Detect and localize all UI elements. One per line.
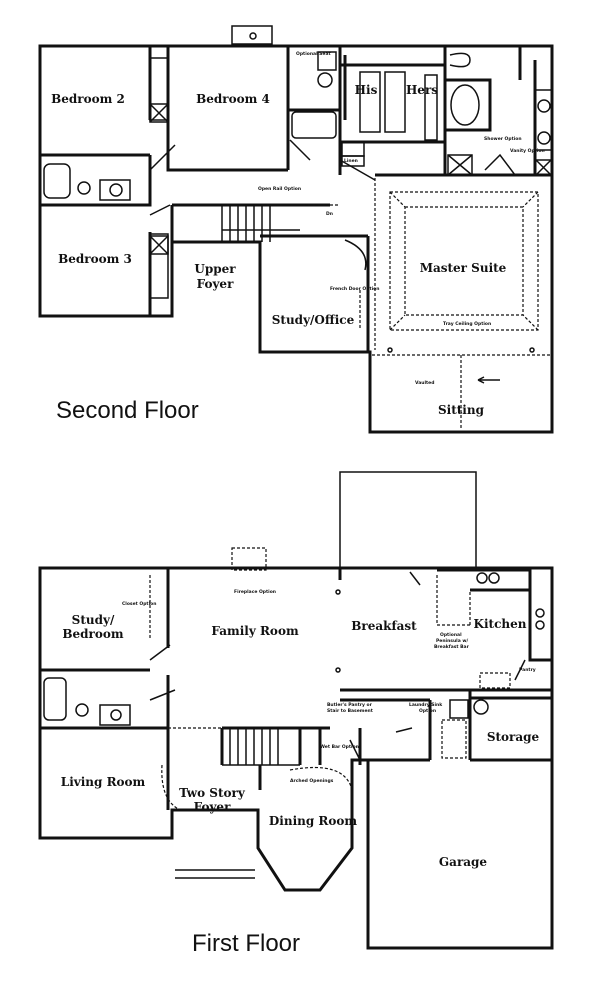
note-laundry-2: Option [419, 708, 436, 714]
room-label-study: Study/ [72, 613, 115, 627]
room-label-two-story-foyer: Two Story [179, 786, 246, 800]
room-label-bedroom-3: Bedroom 3 [58, 252, 132, 266]
note-fireplace: Fireplace Option [234, 589, 276, 595]
note-dn: Dn [326, 211, 333, 217]
rear-patio [339, 471, 477, 569]
fireplace-chimney [231, 25, 273, 45]
note-wet-bar: Wet Bar Option [320, 744, 359, 750]
note-open-rail: Open Rail Option [258, 186, 301, 192]
note-butler-1: Butler's Pantry or [327, 702, 373, 708]
note-laundry-1: Laundry Sink [409, 702, 443, 708]
room-label-foyer: Foyer [194, 800, 231, 814]
room-label-storage: Storage [487, 730, 540, 744]
note-linen: Linen [344, 158, 358, 164]
room-label-upper-foyer-2: Foyer [197, 277, 234, 291]
note-vanity-option: Vanity Option [510, 148, 545, 154]
note-butler-2: Stair to Basement [327, 708, 374, 714]
note-peninsula-2: Peninsula w/ [436, 638, 468, 644]
room-label-living-room: Living Room [61, 775, 146, 789]
note-peninsula-3: Breakfast Bar [434, 644, 470, 650]
second-floor-outer-wall [38, 44, 554, 434]
floor-title-first: First Floor [192, 930, 300, 957]
second-floor-plan: Bedroom 2 Bedroom 4 Bedroom 3 Upper Foye… [38, 25, 554, 434]
room-label-sitting: Sitting [438, 403, 485, 417]
note-tray-ceiling: Tray Ceiling Option [443, 321, 491, 327]
note-optional-seat: Optional Seat [296, 51, 332, 57]
note-french-door: French Door Option [330, 286, 379, 292]
first-floor-plan: Study/ Bedroom Family Room Breakfast Kit… [38, 471, 554, 957]
room-label-garage: Garage [439, 855, 488, 869]
room-label-bedroom-2: Bedroom 2 [51, 92, 125, 106]
note-shower-option: Shower Option [484, 136, 522, 142]
room-label-upper-foyer: Upper [194, 262, 236, 276]
room-label-family-room: Family Room [211, 624, 299, 638]
note-arched-openings: Arched Openings [290, 778, 334, 784]
room-label-dining-room: Dining Room [269, 814, 358, 828]
room-label-master-suite: Master Suite [420, 261, 507, 275]
note-vaulted: Vaulted [415, 380, 434, 386]
room-label-his: His [355, 83, 378, 97]
room-label-bedroom-4: Bedroom 4 [196, 92, 270, 106]
room-label-kitchen: Kitchen [474, 617, 527, 631]
room-label-hers: Hers [406, 83, 438, 97]
room-label-breakfast: Breakfast [351, 619, 417, 633]
floor-title-second: Second Floor [56, 397, 199, 424]
note-closet-option: Closet Option [122, 601, 156, 607]
room-label-study-office: Study/Office [272, 313, 355, 327]
first-floor-outer-wall [38, 566, 554, 950]
room-label-study-bedroom: Bedroom [62, 627, 123, 641]
note-pantry: Pantry [519, 667, 536, 673]
fireplace-option [231, 547, 267, 571]
note-peninsula-1: Optional [440, 632, 462, 638]
